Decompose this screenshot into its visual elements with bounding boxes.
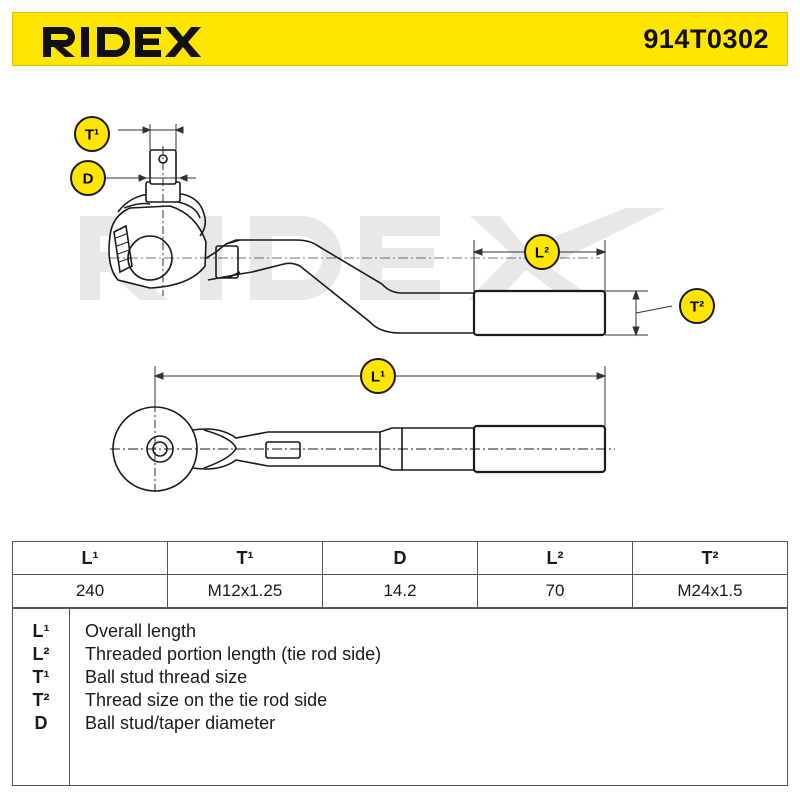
spec-value-t1: M12x1.25 [167,574,323,608]
legend-key: L² [32,644,50,664]
spec-value-d: 14.2 [322,574,478,608]
legend-desc: Ball stud/taper diameter [85,713,276,733]
legend: L¹ Overall length L² Threaded portion le… [12,608,788,786]
spec-table: L¹ T¹ D L² T² 240 M12x1.25 14.2 70 M24x1… [12,541,788,608]
spec-header-t2: T² [632,541,788,575]
legend-item: L¹ Overall length [13,621,789,643]
legend-desc: Overall length [85,621,197,641]
legend-item: T¹ Ball stud thread size [13,667,789,689]
spec-header-row: L¹ T¹ D L² T² [12,541,788,575]
legend-desc: Thread size on the tie rod side [85,690,328,710]
spec-value-l2: 70 [477,574,633,608]
svg-text:L¹: L¹ [371,369,385,386]
callout-d: D [70,160,106,196]
spec-header-t1: T¹ [167,541,323,575]
dimension-t2 [605,289,673,337]
svg-text:D: D [83,171,94,188]
dimension-t1 [118,124,184,150]
spec-header-l2: L² [477,541,633,575]
ridex-logo [43,27,201,57]
spec-value-t2: M24x1.5 [632,574,788,608]
dimension-d [104,174,196,182]
callout-l1: L¹ [360,358,396,394]
legend-key: D [34,713,48,733]
legend-key: T² [32,690,50,710]
technical-drawing: T¹ D L² T² L¹ [70,116,715,494]
callout-t2: T² [679,288,715,324]
legend-key: L¹ [32,621,50,641]
legend-desc: Ball stud thread size [85,667,248,687]
svg-text:T²: T² [690,299,704,316]
legend-item: T² Thread size on the tie rod side [13,690,789,712]
spec-header-l1: L¹ [12,541,168,575]
legend-desc: Threaded portion length (tie rod side) [85,644,382,664]
header-bar: 914T0302 [12,12,788,66]
spec-value-row: 240 M12x1.25 14.2 70 M24x1.5 [12,574,788,608]
svg-text:T¹: T¹ [85,127,99,144]
legend-divider [69,609,70,785]
spec-value-l1: 240 [12,574,168,608]
spec-header-d: D [322,541,478,575]
callout-l2: L² [524,234,560,270]
part-number: 914T0302 [643,24,769,54]
tie-rod-end-top-view [110,404,615,494]
legend-item: D Ball stud/taper diameter [13,713,789,735]
legend-key: T¹ [32,667,50,687]
legend-item: L² Threaded portion length (tie rod side… [13,644,789,666]
tie-rod-end-side-view [108,146,607,337]
callout-t1: T¹ [74,116,110,152]
svg-text:L²: L² [535,245,549,262]
